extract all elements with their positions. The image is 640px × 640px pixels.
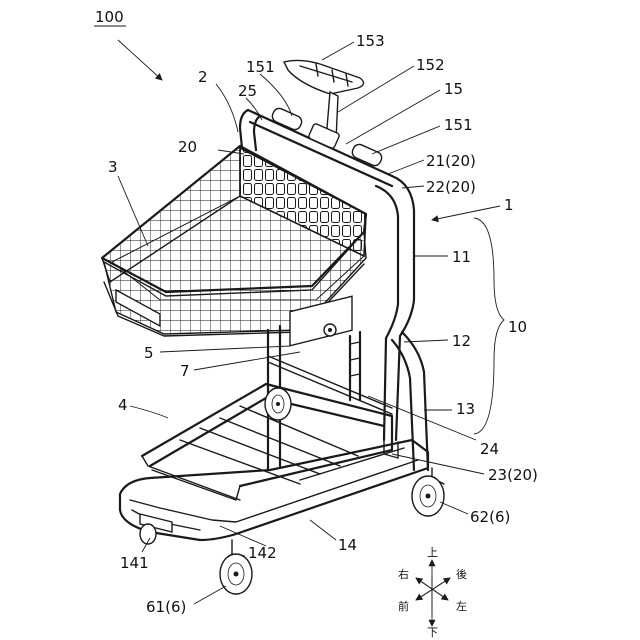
label-7: 7 <box>180 362 190 380</box>
direction-down: 下 <box>427 626 438 639</box>
label-12: 12 <box>452 332 471 350</box>
base-frame <box>120 440 428 540</box>
direction-left: 左 <box>456 600 467 613</box>
label-15: 15 <box>444 80 463 98</box>
label-142: 142 <box>248 544 277 562</box>
label-23: 23(20) <box>488 466 538 484</box>
label-22: 22(20) <box>426 178 476 196</box>
direction-indicator: 上 下 右 後 前 左 <box>398 546 467 639</box>
figure-reference: 100 <box>94 8 162 80</box>
figure-number: 100 <box>95 8 124 26</box>
label-141: 141 <box>120 554 149 572</box>
label-10: 10 <box>508 318 527 336</box>
direction-right: 右 <box>398 567 409 581</box>
direction-rear: 後 <box>456 567 467 581</box>
label-151-top: 151 <box>246 58 275 76</box>
label-14: 14 <box>338 536 357 554</box>
label-5: 5 <box>144 344 154 362</box>
label-11: 11 <box>452 248 471 266</box>
label-4: 4 <box>118 396 128 414</box>
label-21: 21(20) <box>426 152 476 170</box>
label-3: 3 <box>108 158 118 176</box>
wheels <box>140 388 444 594</box>
label-1: 1 <box>504 196 514 214</box>
label-152: 152 <box>416 56 445 74</box>
label-25: 25 <box>238 82 257 100</box>
label-62: 62(6) <box>470 508 510 526</box>
label-20: 20 <box>178 138 197 156</box>
label-13: 13 <box>456 400 475 418</box>
label-151-right: 151 <box>444 116 473 134</box>
direction-front: 前 <box>398 599 409 613</box>
label-2: 2 <box>198 68 208 86</box>
label-24: 24 <box>480 440 499 458</box>
direction-up: 上 <box>427 546 438 559</box>
label-61: 61(6) <box>146 598 186 616</box>
label-153: 153 <box>356 32 385 50</box>
